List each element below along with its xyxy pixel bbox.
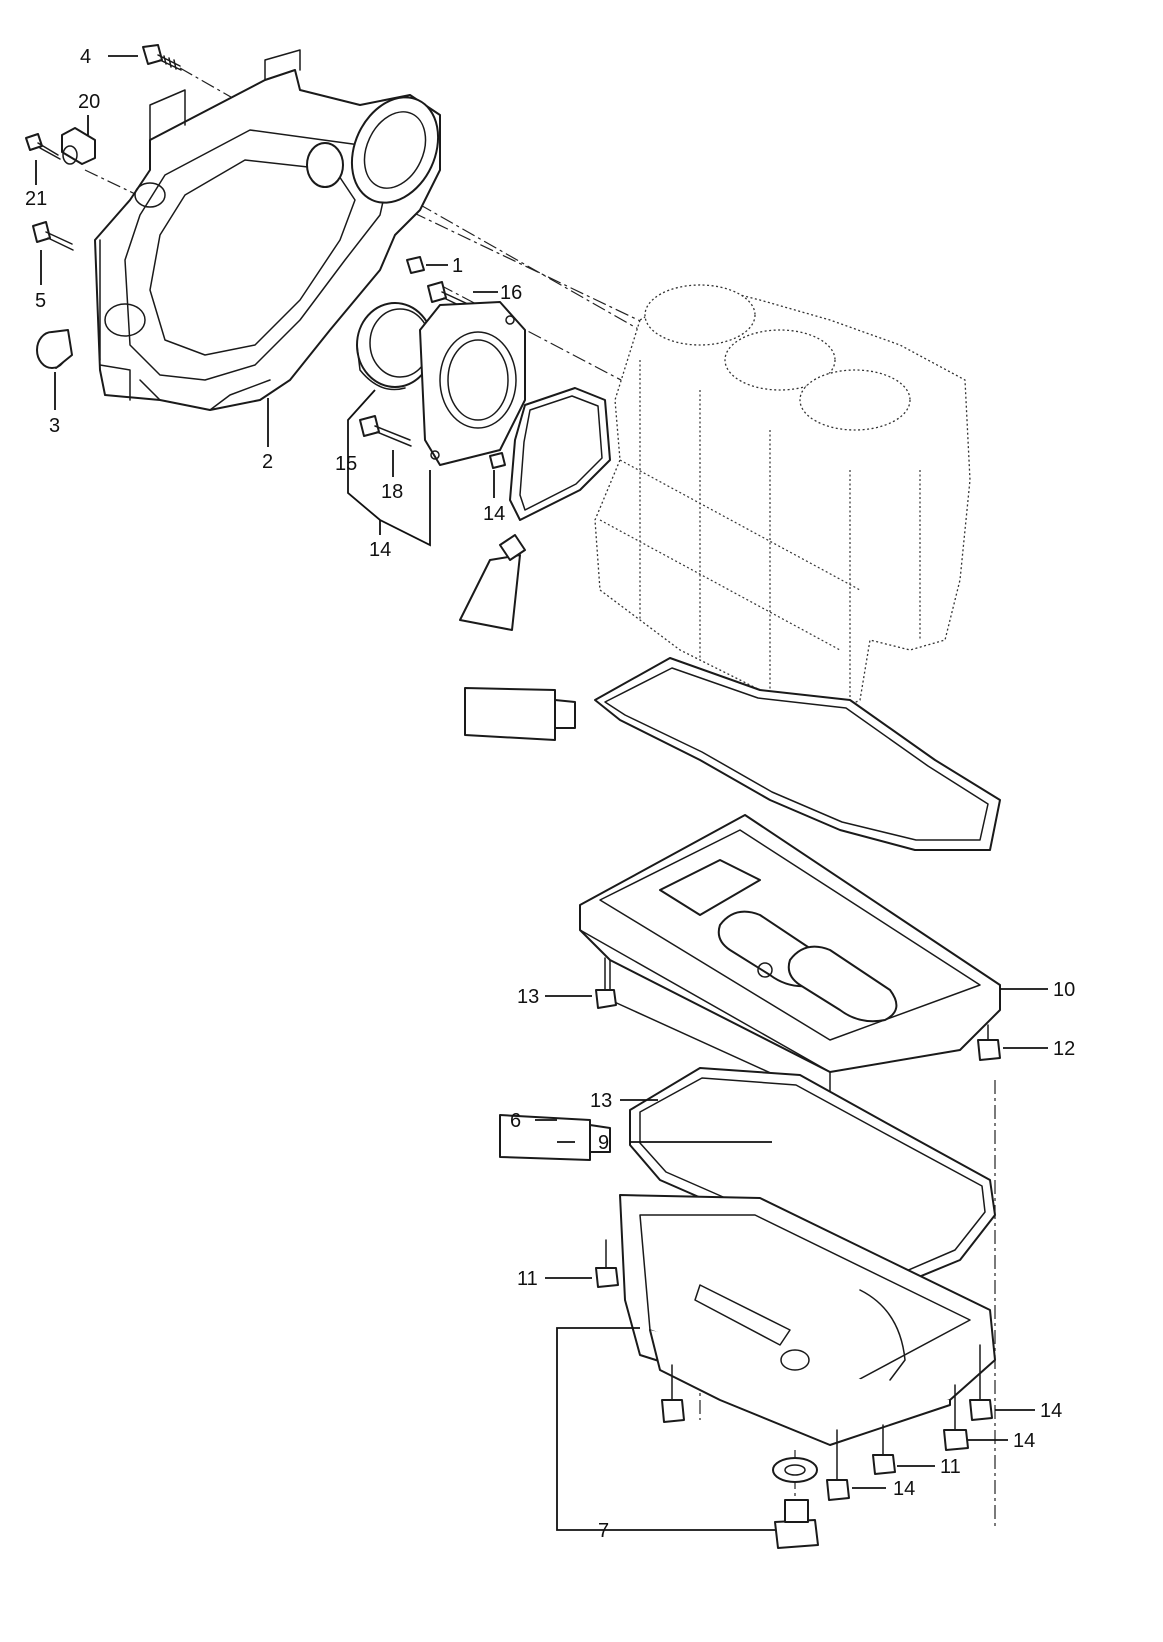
callout-19: 16: [500, 282, 522, 304]
bolt-14-lower: [826, 1429, 850, 1501]
flywheel-housing: [94, 49, 441, 411]
callout-10: 10: [1053, 979, 1075, 1001]
lower-pan-gasket: [629, 1067, 996, 1296]
callout-labels: 4 20 21 5 3 2 1 16 15 18 14 14 13 10 12 …: [25, 46, 1075, 1542]
drain-washer-9: [772, 1457, 818, 1483]
speed-sensor-21: [61, 127, 96, 165]
bolt-22: [25, 133, 61, 160]
dowel-pin-15: [489, 452, 506, 469]
callout-22: 21: [25, 188, 47, 210]
callout-2: 2: [262, 451, 273, 473]
bolt-5: [32, 221, 74, 251]
bolt-12: [977, 1024, 1001, 1061]
upper-pan-gasket: [594, 657, 1001, 851]
oil-pan-6: [619, 1194, 996, 1446]
callout-6: 6: [510, 1110, 521, 1132]
callout-14-lower: 14: [893, 1478, 915, 1500]
callout-11-right: 11: [940, 1456, 961, 1478]
callout-21: 20: [78, 91, 100, 113]
bolt-13-lower: [661, 1364, 685, 1423]
bolt-20: [359, 415, 412, 447]
seal-retainer-16: [419, 301, 526, 466]
callout-11-left: 11: [517, 1268, 538, 1290]
retainer-gasket: [509, 387, 611, 521]
bolt-14-right: [969, 1344, 993, 1421]
flange-bolts: [595, 957, 1001, 1501]
sealant-tube-1: [459, 534, 526, 631]
oil-pan-upper-10: [579, 814, 1001, 1101]
callout-14-right: 14: [1040, 1400, 1062, 1422]
callout-4: 4: [80, 46, 91, 68]
bolt-4: [142, 44, 182, 71]
sealant-tube-2: [464, 687, 576, 741]
callout-3: 3: [49, 415, 60, 437]
bolt-11-left: [595, 1239, 619, 1288]
callout-13-upper: 13: [517, 986, 539, 1008]
plug-3: [36, 329, 73, 369]
bolt-14-mid: [943, 1384, 969, 1451]
drain-plug-7: [774, 1499, 819, 1549]
cylinder-block: [594, 284, 971, 716]
leader-lines: [35, 55, 1048, 1531]
callout-14-mid: 14: [1013, 1430, 1035, 1452]
callout-15: 14: [483, 503, 505, 525]
bolt-13-upper: [595, 957, 617, 1009]
callout-18: 15: [335, 453, 357, 475]
callout-20: 18: [381, 481, 403, 503]
callout-16: 14: [369, 539, 391, 561]
dowel-pin-1: [406, 256, 425, 274]
callout-9: 9: [598, 1132, 609, 1154]
bolt-11-right: [872, 1424, 896, 1475]
callout-7: 7: [598, 1520, 609, 1542]
sealant-tube-3: [499, 1114, 611, 1161]
callout-5: 5: [35, 290, 46, 312]
callout-1: 1: [452, 255, 463, 277]
callout-13-lower: 13: [590, 1090, 612, 1112]
callout-12: 12: [1053, 1038, 1075, 1060]
